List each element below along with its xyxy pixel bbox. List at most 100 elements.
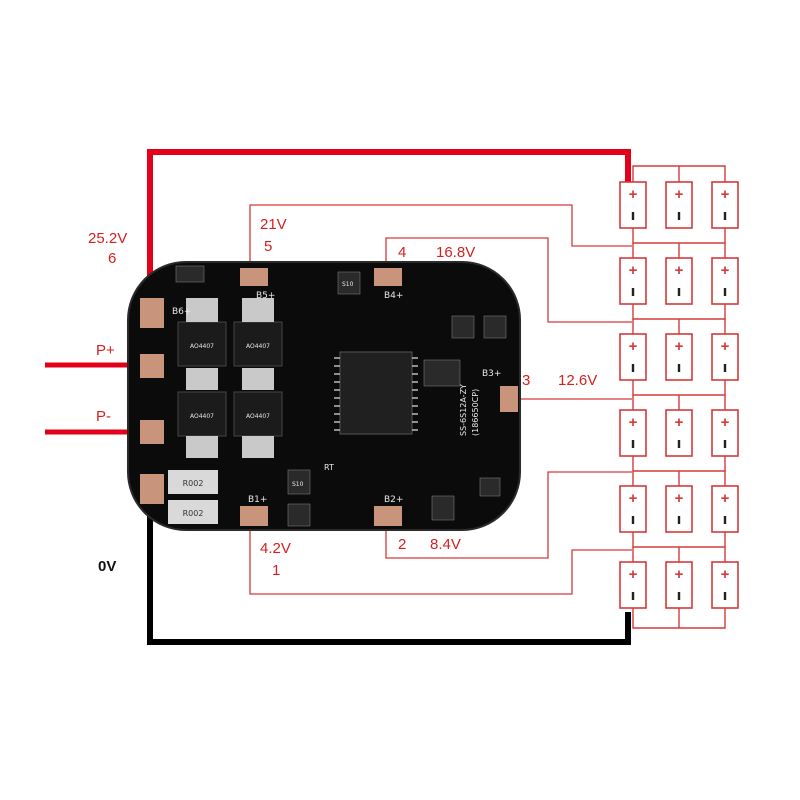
- battery-cell: +: [665, 561, 693, 609]
- battery-plus-sign: +: [721, 338, 730, 355]
- label-p-minus: P-: [96, 408, 111, 425]
- silk-b1: B1+: [248, 495, 267, 505]
- battery-cell: +: [619, 485, 647, 533]
- battery-cell: +: [665, 485, 693, 533]
- balance-wire-1: [249, 525, 632, 595]
- battery-minus-sign: [723, 592, 727, 600]
- battery-plus-sign: +: [675, 262, 684, 279]
- small-components: [175, 265, 507, 527]
- battery-plus-sign: +: [721, 566, 730, 583]
- main-ic: [334, 351, 418, 435]
- battery-minus-sign: [631, 592, 635, 600]
- pad-p-minus: [140, 420, 164, 444]
- battery-plus-sign: +: [629, 414, 638, 431]
- battery-cell: +: [711, 257, 739, 305]
- battery-plus-sign: +: [629, 566, 638, 583]
- mosfet-label-3: AO4407: [190, 413, 214, 420]
- silk-rt: RT: [324, 463, 334, 472]
- battery-cell-body: [619, 409, 647, 457]
- battery-minus-sign: [677, 212, 681, 220]
- main-positive-wire: [147, 149, 631, 295]
- pad-b1: [240, 506, 268, 526]
- battery-cell-body: [665, 257, 693, 305]
- battery-cell-body: [665, 181, 693, 229]
- resistor-label-2: R002: [183, 509, 204, 518]
- battery-cell-body: [665, 409, 693, 457]
- balance-wire-5: [249, 204, 632, 272]
- battery-cell: +: [619, 409, 647, 457]
- pad-b6: [140, 298, 164, 328]
- series-link: [632, 456, 726, 472]
- silk-b6: B6+: [172, 307, 191, 317]
- label-12-6v: 12.6V: [558, 372, 598, 389]
- battery-cell-body: [711, 181, 739, 229]
- battery-cell-body: [619, 485, 647, 533]
- label-node-5: 5: [264, 238, 273, 255]
- battery-plus-sign: +: [629, 186, 638, 203]
- battery-cell: +: [619, 333, 647, 381]
- label-8-4v: 8.4V: [430, 536, 461, 553]
- series-link: [632, 380, 726, 396]
- battery-cell-body: [665, 333, 693, 381]
- silk-b3: B3+: [482, 369, 501, 379]
- battery-minus-sign: [723, 364, 727, 372]
- silk-s10-2: S10: [292, 481, 304, 488]
- battery-minus-sign: [631, 440, 635, 448]
- battery-cell-body: [711, 409, 739, 457]
- pad-b5: [240, 268, 268, 286]
- mosfet-label-1: AO4407: [190, 343, 214, 350]
- pad-b2: [374, 506, 402, 526]
- battery-plus-sign: +: [721, 414, 730, 431]
- label-0v: 0V: [98, 558, 117, 575]
- battery-cell: +: [665, 181, 693, 229]
- battery-minus-sign: [723, 516, 727, 524]
- mosfet-group: AO4407 AO4407 AO4407 AO4407: [177, 298, 283, 458]
- battery-plus-sign: +: [629, 490, 638, 507]
- battery-cell: +: [665, 257, 693, 305]
- main-negative-wire: [147, 495, 631, 645]
- battery-pack: ++++++++++++++++++: [619, 165, 739, 629]
- battery-plus-sign: +: [721, 262, 730, 279]
- mosfet-label-2: AO4407: [246, 343, 270, 350]
- battery-minus-sign: [677, 516, 681, 524]
- balance-wire-4: [385, 237, 632, 323]
- label-node-1: 1: [272, 562, 281, 579]
- mosfet-label-4: AO4407: [246, 413, 270, 420]
- battery-cell: +: [619, 561, 647, 609]
- battery-minus-sign: [677, 440, 681, 448]
- battery-cell-body: [711, 257, 739, 305]
- battery-plus-sign: +: [721, 490, 730, 507]
- battery-plus-sign: +: [629, 262, 638, 279]
- battery-plus-sign: +: [629, 338, 638, 355]
- battery-cell-body: [619, 181, 647, 229]
- pad-b-minus: [140, 474, 164, 504]
- battery-minus-sign: [723, 212, 727, 220]
- silk-b4: B4+: [384, 291, 403, 301]
- battery-minus-sign: [631, 364, 635, 372]
- battery-cell: +: [665, 333, 693, 381]
- pad-b3: [500, 386, 518, 412]
- balance-wire-2: [385, 471, 632, 559]
- silk-s10-1: S10: [342, 281, 354, 288]
- series-link: [632, 228, 726, 244]
- battery-cell: +: [711, 333, 739, 381]
- battery-cell-body: [711, 333, 739, 381]
- silk-chip-sub: (186650CP): [471, 389, 480, 436]
- battery-minus-sign: [631, 212, 635, 220]
- silk-b2: B2+: [384, 495, 403, 505]
- label-p-plus: P+: [96, 342, 115, 359]
- battery-plus-sign: +: [721, 186, 730, 203]
- shunt-resistors: R002 R002: [168, 470, 218, 524]
- battery-plus-sign: +: [675, 186, 684, 203]
- battery-minus-sign: [677, 592, 681, 600]
- battery-cell: +: [711, 409, 739, 457]
- battery-cell-body: [711, 561, 739, 609]
- label-node-6: 6: [108, 250, 117, 267]
- label-node-4: 4: [398, 244, 407, 261]
- label-4-2v: 4.2V: [260, 540, 291, 557]
- battery-plus-sign: +: [675, 338, 684, 355]
- battery-cell-body: [619, 561, 647, 609]
- battery-cell-body: [665, 485, 693, 533]
- pad-b4: [374, 268, 402, 286]
